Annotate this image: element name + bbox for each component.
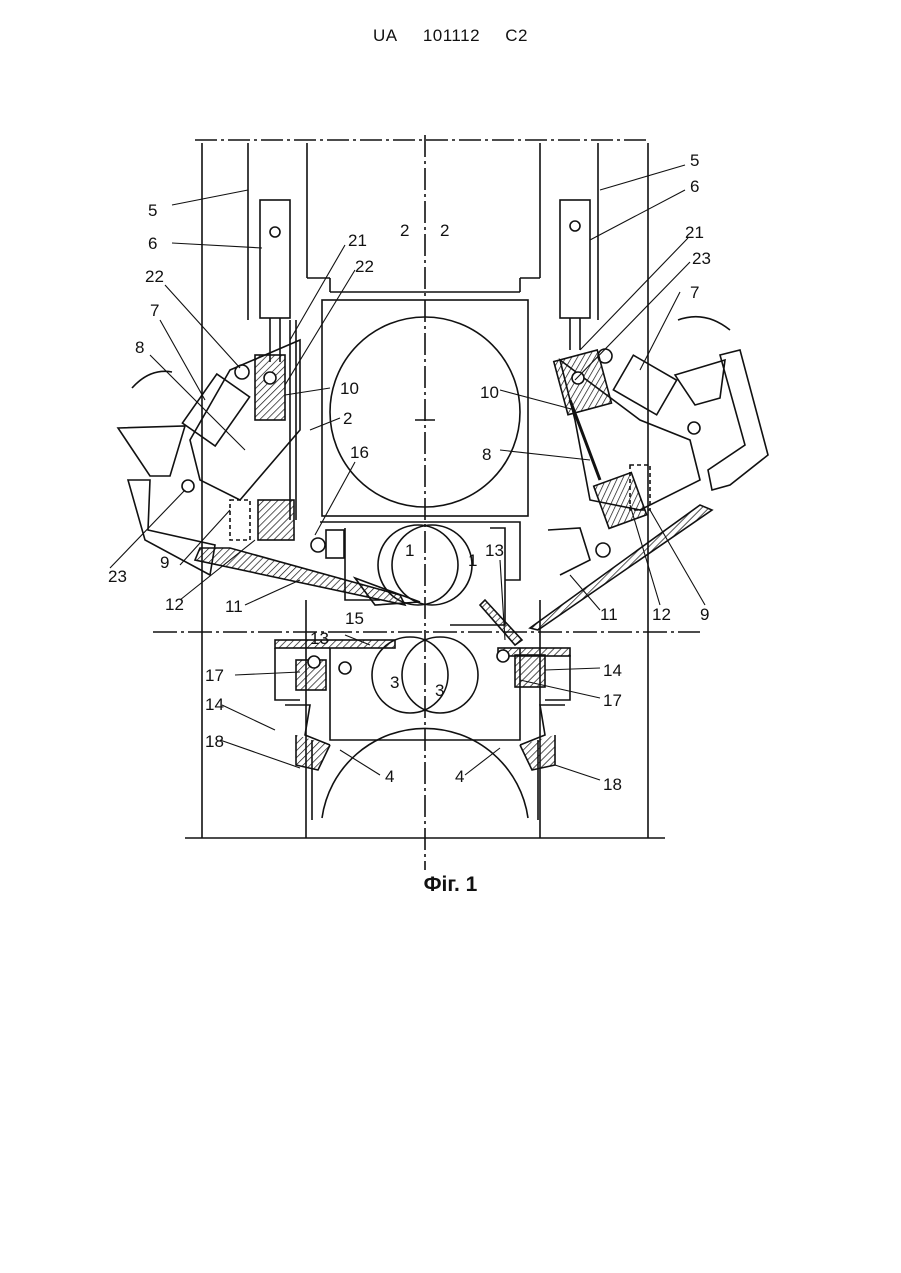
label-12: 12 (165, 595, 184, 614)
label-13: 13 (485, 541, 504, 560)
leader-lines (110, 165, 705, 780)
label-2: 2 (440, 221, 449, 240)
label-8: 8 (482, 445, 491, 464)
figure-caption: Фіг. 1 (0, 873, 901, 897)
label-5: 5 (690, 151, 699, 170)
label-13: 13 (310, 629, 329, 648)
label-1: 1 (405, 541, 414, 560)
label-23: 23 (108, 567, 127, 586)
label-19: 21 (348, 231, 367, 250)
label-18: 18 (603, 775, 622, 794)
label-21: 23 (692, 249, 711, 268)
label-8: 8 (135, 338, 144, 357)
label-19: 21 (685, 223, 704, 242)
label-6: 6 (690, 177, 699, 196)
right-guide-mechanism (530, 317, 768, 630)
hydraulic-cylinder-right (560, 200, 590, 350)
label-14: 14 (205, 695, 224, 714)
label-9: 9 (700, 605, 709, 624)
label-14: 14 (603, 661, 622, 680)
label-7: 7 (150, 301, 159, 320)
label-9: 9 (160, 553, 169, 572)
label-3: 3 (390, 673, 399, 692)
label-17: 17 (603, 691, 622, 710)
label-10: 10 (340, 379, 359, 398)
label-5: 5 (148, 201, 157, 220)
label-21: 22 (355, 257, 374, 276)
label-7: 7 (690, 283, 699, 302)
label-15: 15 (345, 609, 364, 628)
label-22: 22 (145, 267, 164, 286)
label-11: 11 (600, 605, 618, 624)
label-6: 6 (148, 234, 157, 253)
label-1: 1 (468, 551, 477, 570)
hydraulic-cylinder-left (260, 200, 290, 362)
label-18: 18 (205, 732, 224, 751)
label-4: 4 (385, 767, 394, 786)
label-17: 17 (205, 666, 224, 685)
label-4: 4 (455, 767, 464, 786)
label-16: 16 (350, 443, 369, 462)
label-2: 2 (400, 221, 409, 240)
label-2: 2 (343, 409, 352, 428)
lower-guides (275, 578, 570, 770)
label-12: 12 (652, 605, 671, 624)
label-10: 10 (480, 383, 499, 402)
label-11: 11 (225, 597, 243, 616)
label-3: 3 (435, 681, 444, 700)
